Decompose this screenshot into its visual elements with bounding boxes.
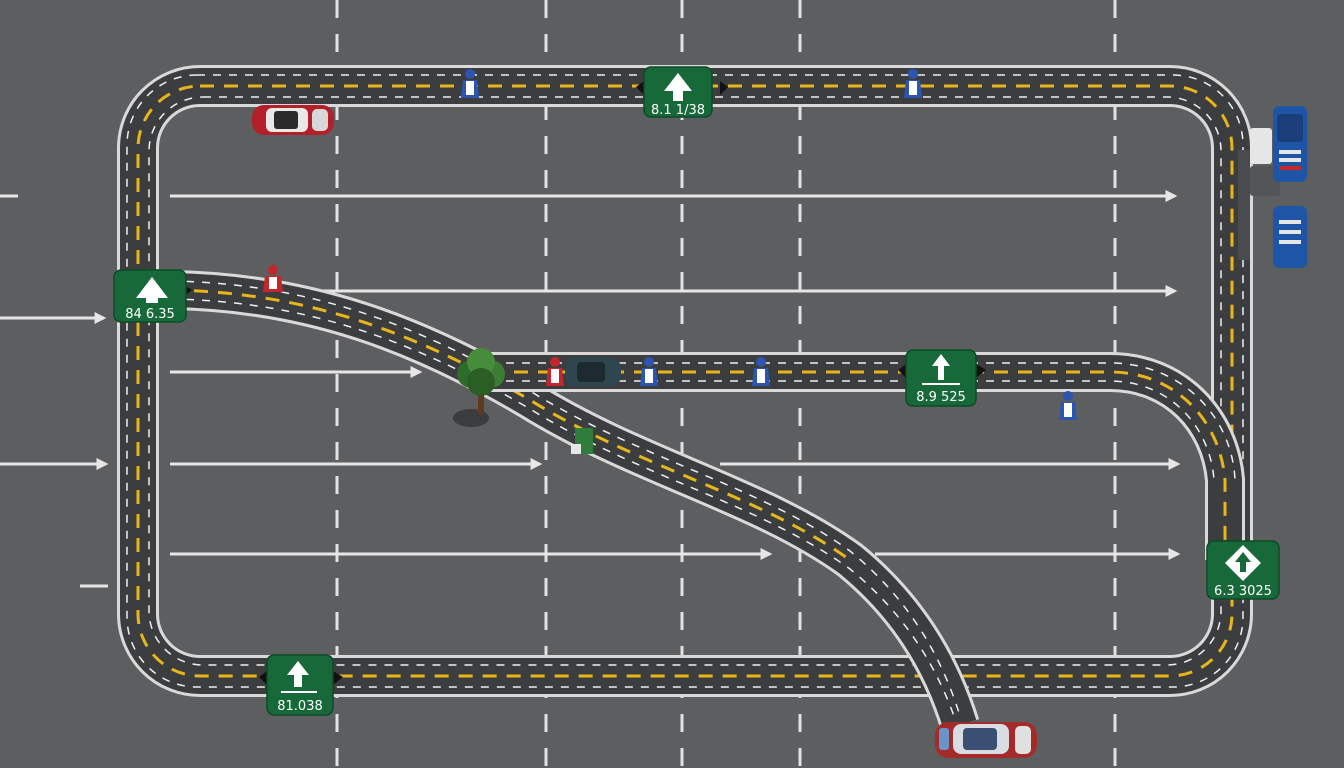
sign-top-label: 8.1 1/38 <box>651 103 705 118</box>
ped-right[interactable] <box>1059 391 1077 420</box>
ped-mid-red[interactable] <box>546 357 564 386</box>
middle-connector-road <box>490 352 1245 560</box>
dark-car-middle[interactable] <box>565 358 621 386</box>
ped-left-red[interactable] <box>263 265 283 292</box>
sign-right[interactable]: 6.3 3025 <box>1206 540 1280 600</box>
arrow-up-icon <box>287 661 309 687</box>
horizontal-arrow-markings <box>0 190 1181 560</box>
sign-right-label: 6.3 3025 <box>1214 584 1272 599</box>
diagonal-road <box>169 270 980 735</box>
arrow-up-icon <box>136 277 168 303</box>
blue-truck-right-top[interactable] <box>1273 106 1307 182</box>
ped-top-2[interactable] <box>904 69 922 98</box>
green-flag-icon <box>571 428 593 454</box>
red-car-bottom-right[interactable] <box>935 722 1037 758</box>
sign-top[interactable]: 8.1 1/38 <box>636 66 728 118</box>
sign-left[interactable]: 84 6.35 <box>113 269 192 323</box>
service-strip <box>1238 128 1280 260</box>
sign-bottom-label: 81.038 <box>277 699 323 714</box>
arrow-up-icon <box>664 73 692 101</box>
sign-middle-label: 8.9 525 <box>916 390 966 405</box>
tree-icon <box>453 348 505 427</box>
sign-middle[interactable]: 8.9 525 <box>898 349 986 407</box>
sign-left-label: 84 6.35 <box>125 307 175 322</box>
ped-mid-1[interactable] <box>640 357 658 386</box>
ped-mid-2[interactable] <box>752 357 770 386</box>
ped-top-1[interactable] <box>461 69 479 98</box>
red-car-top-left[interactable] <box>252 105 334 135</box>
blue-truck-right-bottom[interactable] <box>1273 206 1307 268</box>
arrow-up-icon <box>932 354 950 380</box>
edge-stubs <box>0 194 108 588</box>
sign-bottom[interactable]: 81.038 <box>259 654 343 716</box>
